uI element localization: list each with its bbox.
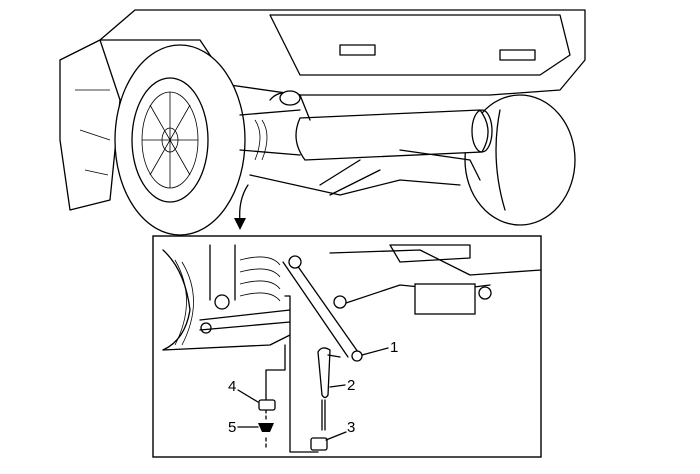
left-rear-wheel bbox=[114, 44, 246, 236]
part-nut bbox=[351, 350, 363, 362]
arrow-head-icon bbox=[234, 218, 246, 230]
detail-arrow bbox=[239, 184, 249, 223]
callout-5: 5 bbox=[228, 419, 237, 436]
part-retainer bbox=[258, 423, 274, 432]
callout-2: 2 bbox=[347, 377, 356, 394]
callout-1: 1 bbox=[390, 339, 399, 356]
callout-4: 4 bbox=[228, 378, 237, 395]
part-stabilizer-link bbox=[317, 347, 331, 399]
part-insulator-lower bbox=[310, 437, 328, 451]
vehicle-overview bbox=[59, 9, 586, 236]
detail-inset bbox=[152, 235, 542, 458]
callout-3: 3 bbox=[347, 419, 356, 436]
exhaust-muffler bbox=[269, 90, 493, 161]
part-insulator-upper bbox=[258, 399, 276, 411]
